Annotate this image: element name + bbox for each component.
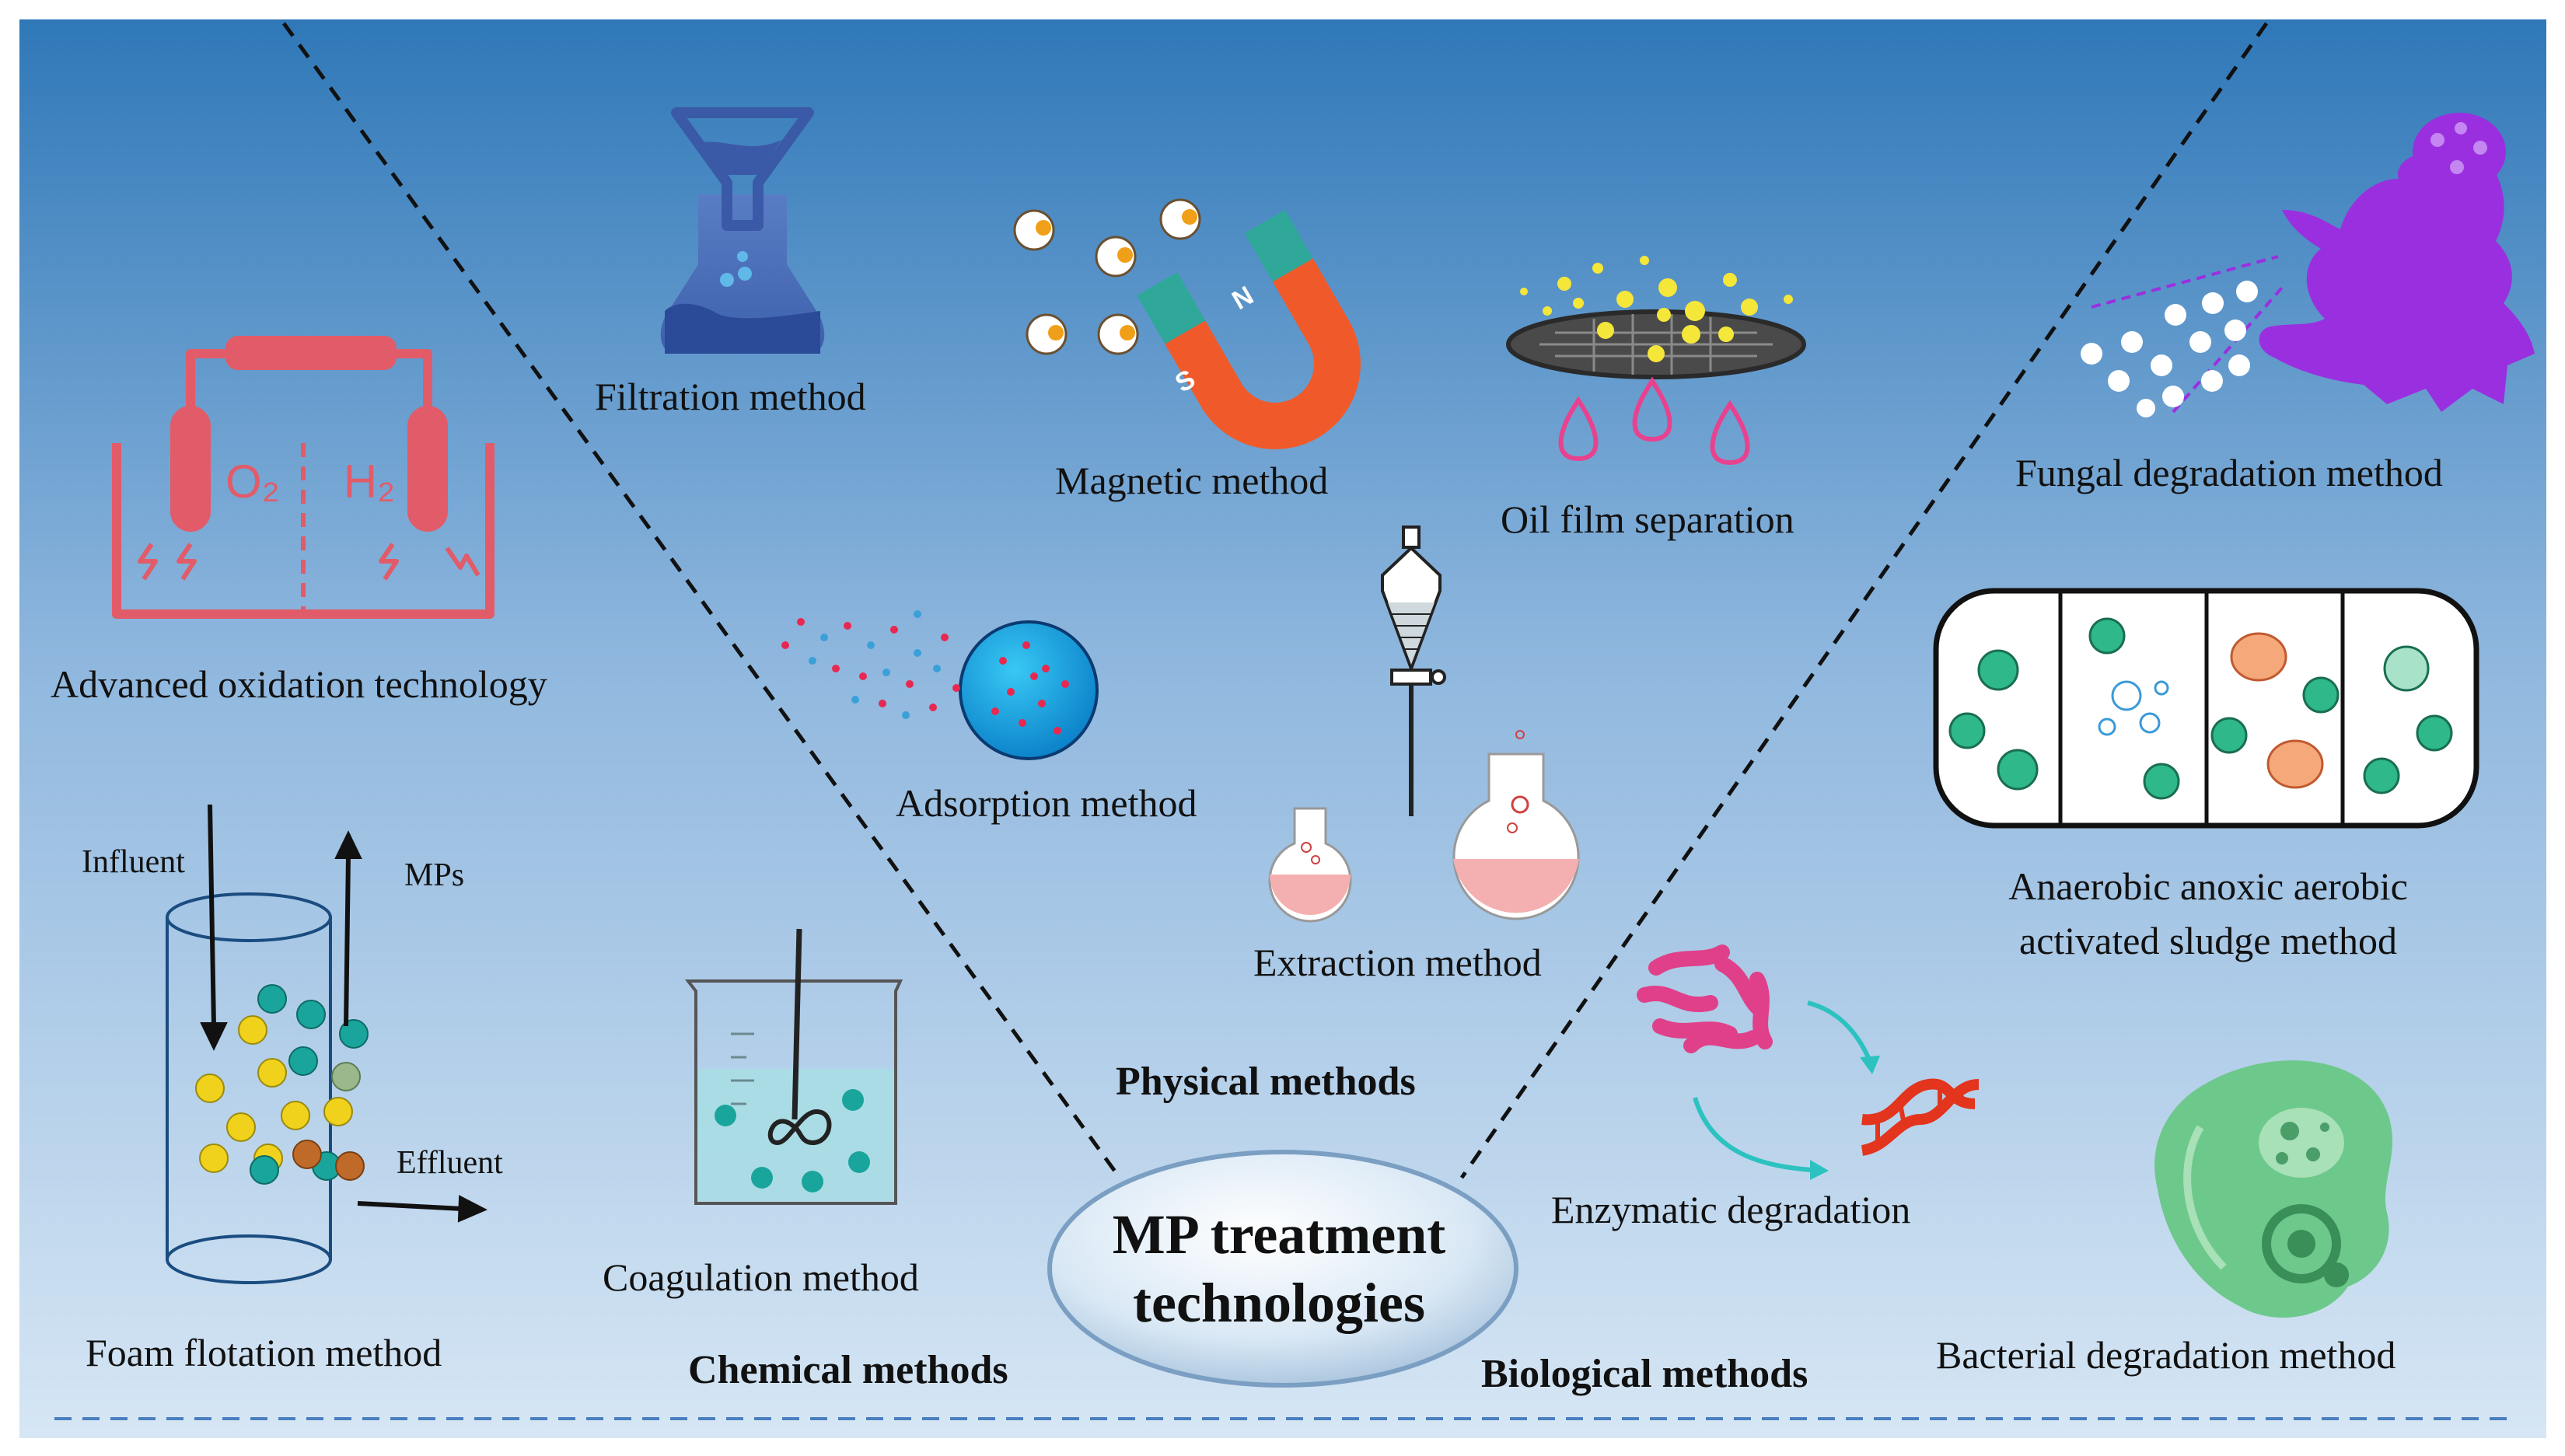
enzyme-bacteria-icon xyxy=(1637,944,1773,1053)
effluent-label: Effluent xyxy=(397,1145,503,1181)
magnetic-particles-icon xyxy=(1013,198,1201,355)
anaerobic-label-line2: activated sludge method xyxy=(2019,919,2397,962)
fungal-degradation-label: Fungal degradation method xyxy=(2015,451,2443,494)
filtration-method-label: Filtration method xyxy=(595,375,866,418)
dna-icon xyxy=(1861,1078,1980,1156)
electrolysis-cell-icon xyxy=(112,336,494,619)
filtration-flask-icon xyxy=(660,107,825,354)
adsorption-method-label: Adsorption method xyxy=(896,781,1197,825)
fungal-organism-icon xyxy=(2081,113,2535,417)
physical-methods-label: Physical methods xyxy=(1116,1060,1416,1104)
enzymatic-arrows xyxy=(1693,1000,1880,1180)
extraction-method-label: Extraction method xyxy=(1253,941,1542,984)
h2-label: H₂ xyxy=(344,456,396,508)
mps-label: MPs xyxy=(404,857,465,893)
foam-flotation-label: Foam flotation method xyxy=(86,1331,442,1374)
center-title-line2: technologies xyxy=(1133,1271,1425,1334)
round-flask-large-icon xyxy=(1452,730,1580,920)
flow-arrows xyxy=(200,804,488,1223)
advanced-oxidation-label: Advanced oxidation technology xyxy=(51,662,547,706)
coagulation-beaker-icon xyxy=(684,928,903,1205)
chemical-methods-label: Chemical methods xyxy=(688,1348,1008,1392)
biological-methods-label: Biological methods xyxy=(1481,1352,1808,1396)
oil-film-separation-label: Oil film separation xyxy=(1501,498,1794,541)
a2o-tank-icon xyxy=(1933,588,2479,829)
flotation-column-icon xyxy=(166,804,488,1284)
enzymatic-degradation-label: Enzymatic degradation xyxy=(1551,1188,1911,1231)
round-flask-small-icon xyxy=(1268,807,1352,923)
center-ellipse xyxy=(1047,1150,1518,1388)
adsorption-sphere-icon xyxy=(781,610,1099,760)
particle-yellow xyxy=(195,1015,353,1173)
particle-other xyxy=(292,1062,365,1181)
influent-label: Influent xyxy=(82,844,185,880)
coagulation-method-label: Coagulation method xyxy=(603,1255,919,1299)
separatory-funnel-icon xyxy=(1381,525,1446,816)
o2-label: O₂ xyxy=(225,456,280,508)
horseshoe-magnet-icon xyxy=(1137,210,1361,449)
divider-right xyxy=(1459,22,2269,1179)
magnetic-method-label: Magnetic method xyxy=(1055,459,1329,502)
center-title-line1: MP treatment xyxy=(1112,1203,1446,1266)
anaerobic-label-line1: Anaerobic anoxic aerobic xyxy=(2008,864,2408,908)
bacterial-degradation-label: Bacterial degradation method xyxy=(1936,1333,2396,1377)
bacterial-cell-icon xyxy=(2154,1060,2393,1318)
oil-film-filter-icon xyxy=(1506,256,1806,466)
